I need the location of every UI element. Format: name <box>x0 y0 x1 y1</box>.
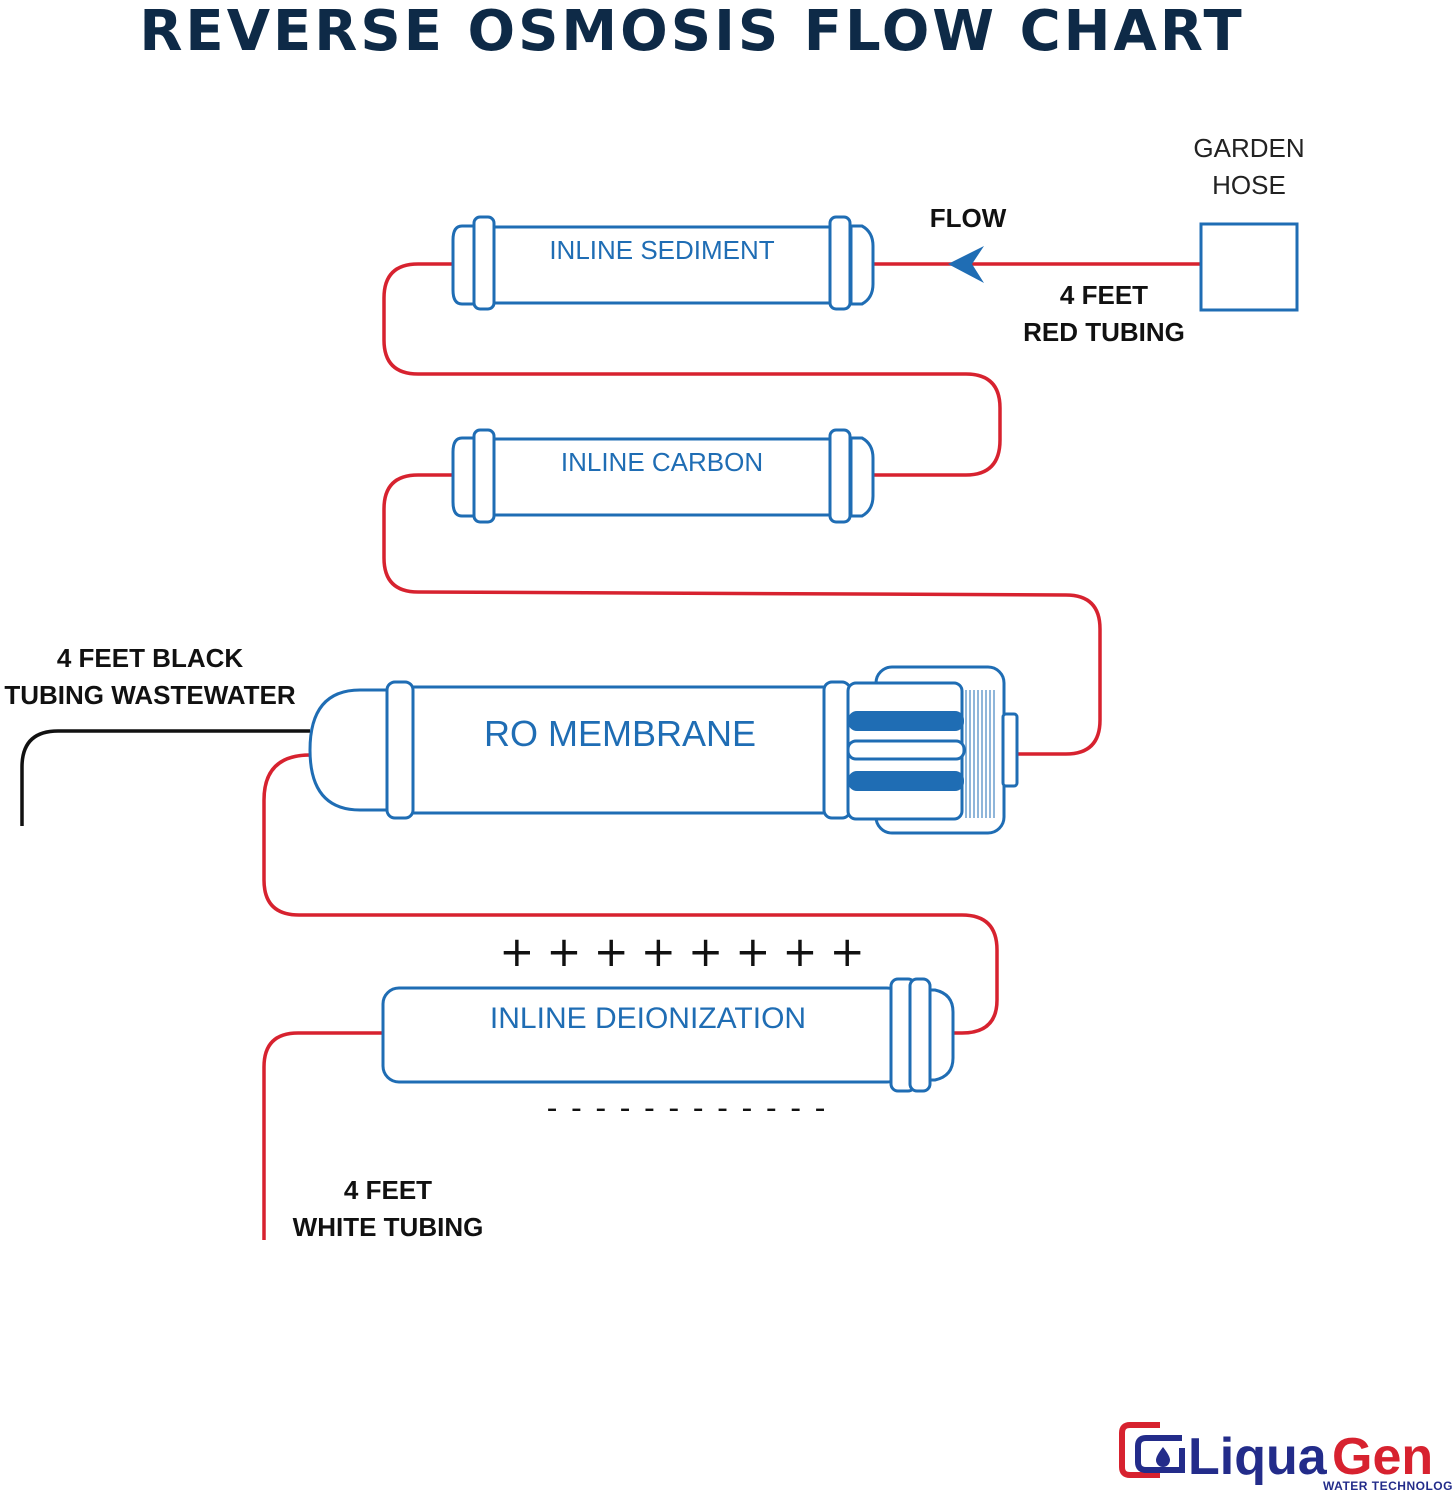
garden-hose-label-line2: HOSE <box>1212 170 1286 200</box>
inline-carbon-filter <box>451 428 875 524</box>
tube-carbon-to-ro <box>382 473 1102 756</box>
tube-sediment-to-carbon <box>382 262 1002 477</box>
garden-hose-box <box>1199 222 1299 312</box>
inlet-tubing-label-line1: 4 FEET <box>1060 280 1148 310</box>
black-wastewater-tubing <box>20 729 310 826</box>
logo-tagline: WATER TECHNOLOGY <box>1323 1479 1453 1493</box>
tube-deionization-outlet <box>262 1031 383 1240</box>
logo-name-part2: Gen <box>1332 1428 1433 1486</box>
liquagen-logo: Liqua Gen WATER TECHNOLOGY <box>1119 1422 1453 1493</box>
logo-name-part1: Liqua <box>1188 1428 1328 1486</box>
garden-hose-label-line1: GARDEN <box>1193 133 1304 163</box>
negative-charge-signs: - - - - - - - - - - - - <box>547 1091 828 1126</box>
inline-sediment-label: INLINE SEDIMENT <box>549 235 774 265</box>
ro-cap-ridges <box>965 690 995 818</box>
logo-mark-icon <box>1119 1422 1185 1478</box>
inlet-tubing-label-line2: RED TUBING <box>1023 317 1185 347</box>
wastewater-tubing-label-line1: 4 FEET BLACK <box>57 643 244 673</box>
inline-deionization-label: INLINE DEIONIZATION <box>490 1002 806 1035</box>
wastewater-tubing-label-line2: TUBING WASTEWATER <box>4 680 296 710</box>
inline-carbon-label: INLINE CARBON <box>561 447 763 477</box>
flow-arrow-icon <box>948 246 984 283</box>
tube-ro-to-deionization <box>262 753 999 1035</box>
page-title: REVERSE OSMOSIS FLOW CHART <box>139 0 1244 64</box>
ro-membrane-label: RO MEMBRANE <box>484 713 756 754</box>
flow-label: FLOW <box>930 203 1007 233</box>
ro-cap-bands <box>846 711 966 791</box>
positive-charge-signs: ++++++++ <box>499 927 877 976</box>
outlet-tubing-label-line1: 4 FEET <box>344 1175 432 1205</box>
inline-sediment-filter <box>451 215 875 311</box>
inline-deionization-filter <box>381 977 955 1093</box>
red-tubing <box>262 262 1200 1240</box>
outlet-tubing-label-line2: WHITE TUBING <box>293 1212 484 1242</box>
